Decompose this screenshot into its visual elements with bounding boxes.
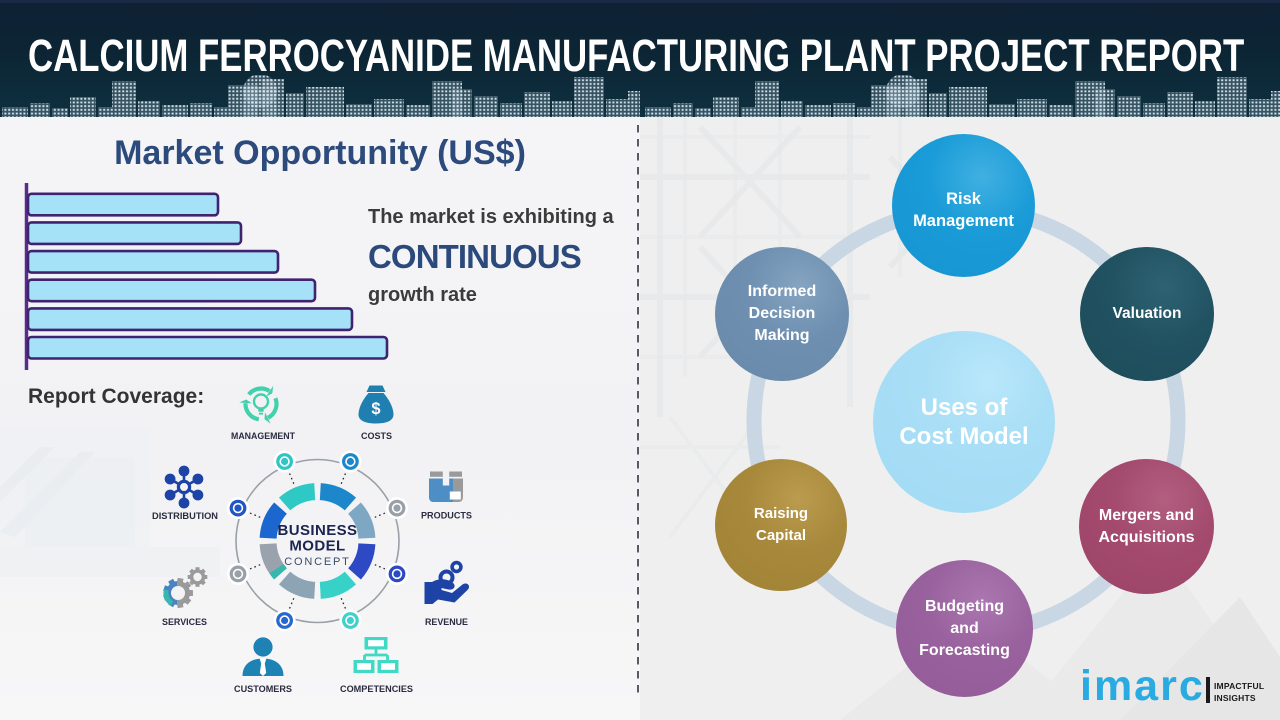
svg-text:MODEL: MODEL [289, 538, 345, 555]
svg-text:COSTS: COSTS [361, 431, 393, 442]
svg-text:CONCEPT: CONCEPT [284, 556, 350, 568]
svg-text:MANAGEMENT: MANAGEMENT [231, 431, 295, 442]
svg-text:PRODUCTS: PRODUCTS [421, 511, 473, 522]
svg-text:DISTRIBUTION: DISTRIBUTION [152, 511, 218, 522]
svg-text:REVENUE: REVENUE [425, 617, 469, 628]
svg-text:BUSINESS: BUSINESS [278, 522, 358, 539]
svg-text:CUSTOMERS: CUSTOMERS [234, 684, 293, 695]
svg-text:$: $ [371, 400, 380, 418]
svg-text:COMPETENCIES: COMPETENCIES [340, 684, 414, 695]
svg-text:SERVICES: SERVICES [162, 617, 208, 628]
